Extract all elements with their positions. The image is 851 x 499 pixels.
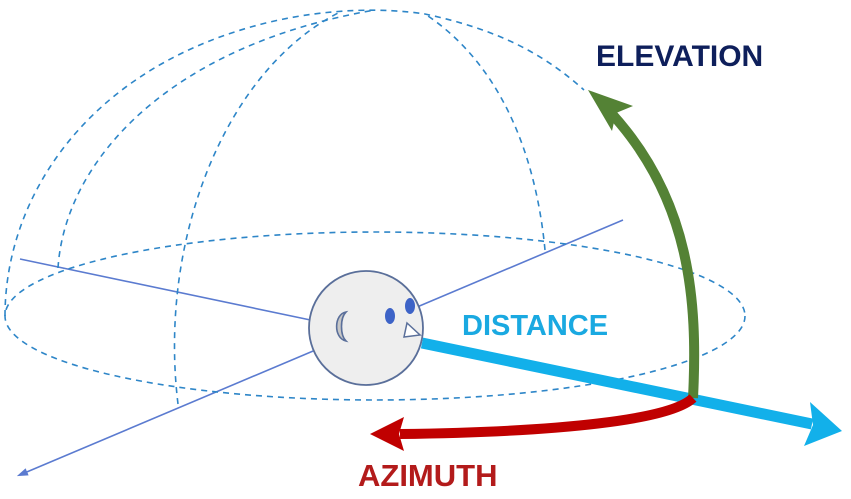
elevation-label: ELEVATION: [596, 40, 764, 73]
distance-label: DISTANCE: [462, 310, 609, 342]
nose-shape: [403, 321, 422, 338]
dome-meridian-right: [424, 13, 546, 251]
head-circle: [308, 270, 424, 386]
right-eye: [405, 298, 415, 314]
distance-arrow: [420, 337, 842, 446]
azimuth-label: AZIMUTH: [358, 458, 498, 493]
front-back-axis: [19, 258, 321, 323]
left-eye: [385, 308, 395, 324]
dome-meridian-front: [173, 11, 341, 405]
azimuth-arrow: [370, 394, 697, 451]
dome-outer-arc: [4, 9, 585, 317]
dome-meridian-left: [57, 9, 376, 269]
ear-shape: [335, 310, 349, 343]
listener-head: [308, 270, 424, 386]
elevation-arrow: [588, 90, 700, 399]
